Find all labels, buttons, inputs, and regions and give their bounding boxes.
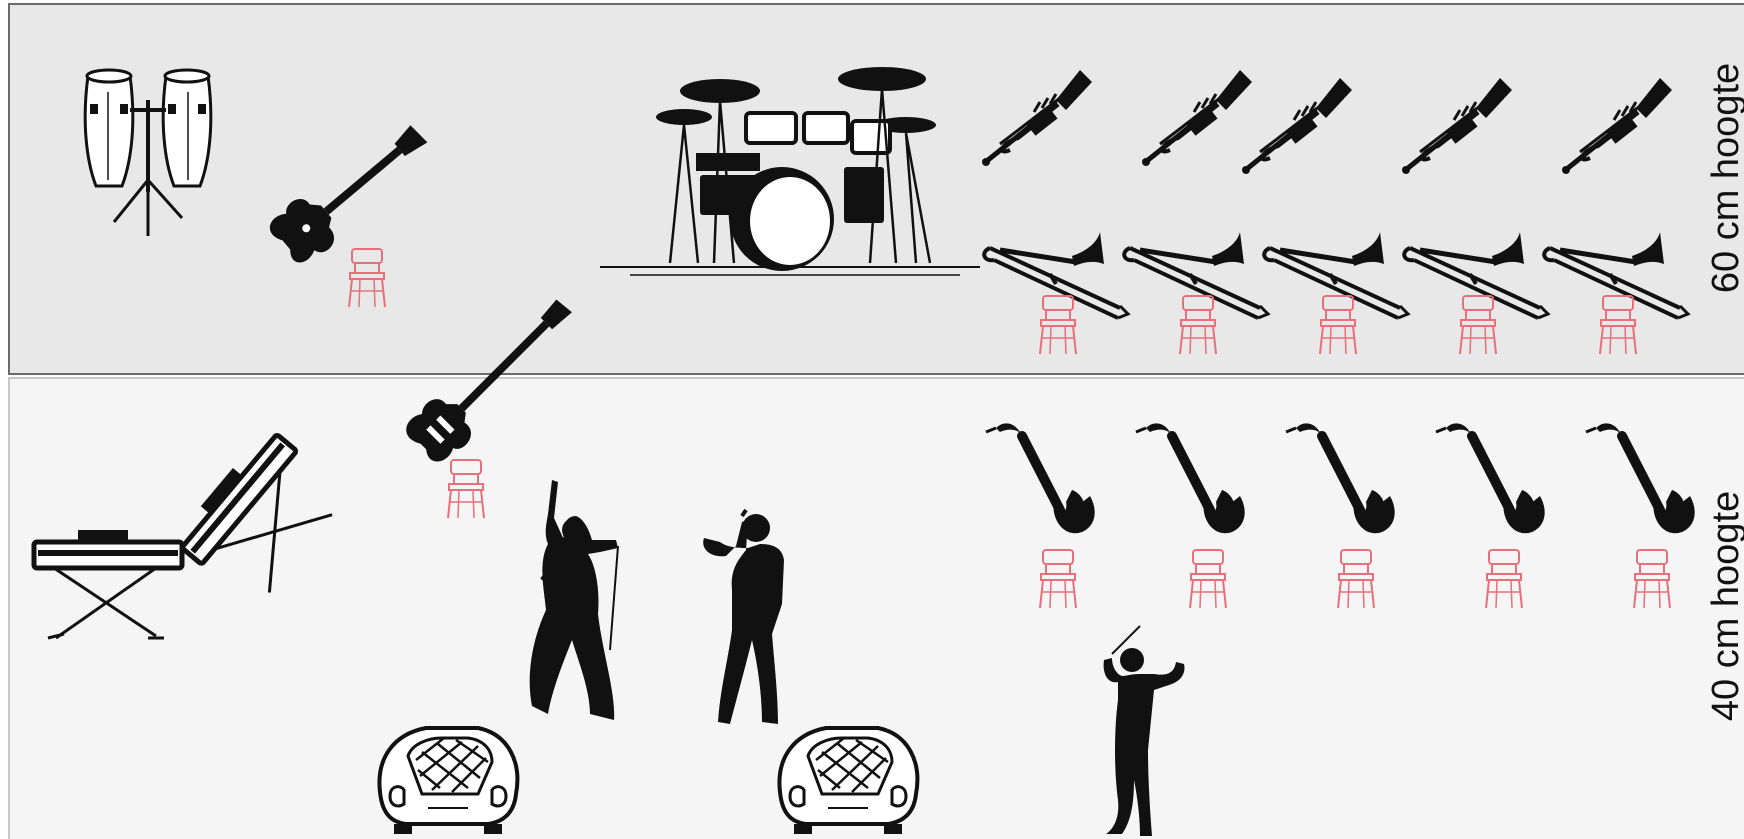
trombone-icon — [1124, 232, 1268, 318]
trombone-icon — [984, 232, 1128, 318]
saxophone-icon — [1136, 423, 1245, 533]
chair-icon — [1600, 296, 1636, 354]
monitor-speaker-icon — [779, 728, 917, 834]
chair-icon — [1190, 550, 1226, 608]
trombone-icon — [1264, 232, 1408, 318]
trombone-icon — [1544, 232, 1688, 318]
chair-icon — [1040, 296, 1076, 354]
trumpet-icon — [1562, 78, 1672, 174]
drum-kit-icon — [600, 67, 980, 275]
chair-icon — [1040, 550, 1076, 608]
monitor-speaker-icon — [379, 728, 517, 834]
congas-icon — [85, 70, 211, 236]
riser-upper-label: 60 cm hoogte — [1707, 63, 1744, 293]
saxophone-icon — [1586, 423, 1695, 533]
trumpet-icon — [1242, 78, 1352, 174]
saxophone-icon — [1436, 423, 1545, 533]
saxophone-icon — [986, 423, 1095, 533]
trombone-icon — [1404, 232, 1548, 318]
saxophone-icon — [1286, 423, 1395, 533]
trumpet-icon — [1142, 70, 1252, 166]
trumpet-icon — [982, 70, 1092, 166]
chair-icon — [448, 460, 484, 518]
chair-icon — [1320, 296, 1356, 354]
electric-guitar-icon — [264, 111, 439, 271]
conductor-icon — [1104, 626, 1185, 836]
keyboard-icon — [173, 427, 351, 610]
male-singer-icon — [703, 510, 784, 724]
chair-icon — [1338, 550, 1374, 608]
chair-icon — [349, 249, 385, 307]
chair-icon — [1634, 550, 1670, 608]
chair-icon — [1486, 550, 1522, 608]
female-singer-icon — [530, 480, 618, 720]
keyboard-icon — [34, 530, 182, 638]
bass-guitar-icon — [401, 285, 585, 469]
riser-lower-label: 40 cm hoogte — [1707, 491, 1744, 721]
chair-icon — [1460, 296, 1496, 354]
chair-icon — [1180, 296, 1216, 354]
trumpet-icon — [1402, 78, 1512, 174]
